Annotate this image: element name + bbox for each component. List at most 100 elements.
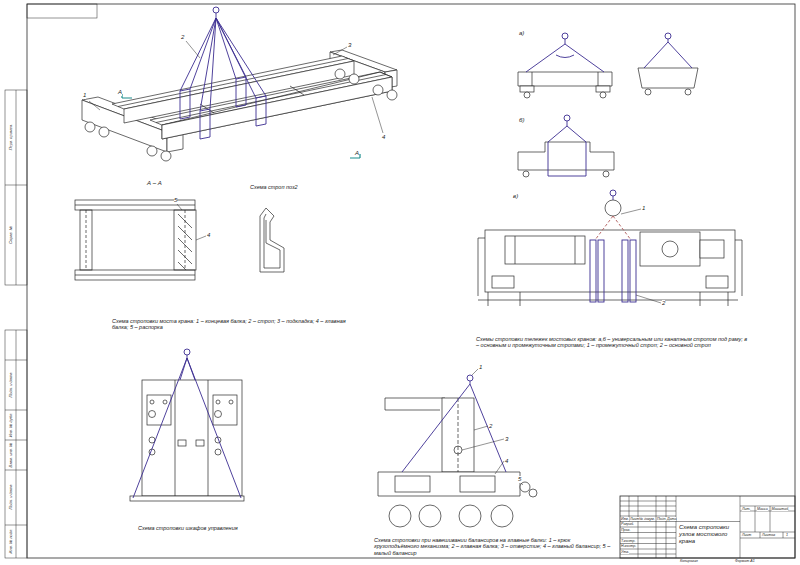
- section-view: [75, 200, 196, 280]
- crane-bridge: [161, 151, 171, 161]
- sling-sketch: [260, 208, 284, 272]
- leader-line: [462, 369, 523, 485]
- view-letter: а): [519, 30, 524, 37]
- title-block-cell: Лит.: [742, 507, 750, 511]
- sling: [133, 355, 241, 498]
- section-mark: А: [355, 150, 359, 157]
- sling: [467, 375, 473, 381]
- title-block-cell: Листов: [762, 533, 775, 537]
- callout-number: 2: [489, 423, 492, 430]
- title-block-cell: Формат А1: [735, 559, 755, 563]
- control-cabinet: [130, 496, 244, 501]
- sling: [236, 77, 246, 107]
- callout-number: 2: [181, 34, 184, 41]
- sling: [644, 39, 692, 68]
- sling: [526, 39, 604, 72]
- sling: [613, 196, 614, 200]
- sling: [595, 216, 631, 240]
- callout-number: 3: [348, 42, 351, 49]
- section-view: [75, 205, 195, 275]
- sling-sketch: [264, 214, 280, 268]
- title-block: [620, 501, 740, 554]
- callout-number: 4: [207, 232, 210, 239]
- sheet-frame: [27, 4, 97, 18]
- trolley-views: [485, 230, 735, 292]
- section-view: [86, 210, 185, 270]
- trolley-views: [478, 292, 738, 306]
- sling: [200, 109, 210, 139]
- trolley-views: [532, 72, 598, 86]
- sheet-frame: [5, 330, 27, 558]
- sling: [622, 240, 628, 302]
- leader-line: [621, 209, 661, 303]
- sling: [665, 33, 671, 39]
- trolley-views: [700, 240, 724, 258]
- sling: [184, 349, 190, 355]
- sling: [630, 240, 636, 302]
- figure-caption: Схема строповки при навешивании балансир…: [374, 537, 614, 556]
- crane-bridge: [85, 122, 95, 132]
- sling: [256, 96, 266, 126]
- sling: [590, 240, 596, 302]
- control-cabinet: [150, 400, 154, 404]
- stamp-field: Справ. №: [8, 226, 13, 244]
- title-block: [740, 506, 795, 538]
- leader-line: [89, 41, 661, 485]
- title-block-cell: Изм.: [621, 517, 629, 521]
- sheet-frame: [5, 90, 27, 285]
- trolley-views: [645, 89, 651, 95]
- trolley-views: [596, 86, 610, 92]
- trolley-views: [505, 236, 585, 264]
- drawing-title: Схема строповки узлов мостового крана: [679, 524, 737, 545]
- trolley-views: [518, 142, 614, 170]
- control-cabinet: [216, 400, 220, 404]
- balancer-assembly: [460, 476, 495, 492]
- callout-number: 2: [662, 300, 665, 307]
- sling: [610, 190, 616, 196]
- trolley-views: [520, 86, 534, 92]
- trolley-views: [523, 171, 529, 177]
- title-block: [620, 496, 795, 558]
- section-mark: [122, 94, 360, 158]
- sling: [213, 7, 219, 13]
- stamp-field: Подп. и дата: [8, 484, 13, 509]
- section-title: А – А: [147, 180, 162, 187]
- control-cabinet: [142, 380, 242, 496]
- crane-bridge: [99, 127, 109, 137]
- balancer-assembly: [378, 472, 520, 496]
- figure-caption: Схема строповки моста крана: 1 – концева…: [112, 318, 362, 331]
- control-cabinet: [149, 411, 156, 418]
- sling: [598, 240, 604, 302]
- sling: [402, 375, 506, 472]
- callout-number: 5: [518, 476, 521, 483]
- callout-number: 1: [479, 364, 482, 371]
- figure-caption: Схемы строповки тележек мостовых кранов:…: [476, 336, 748, 349]
- title-block-cell: Лист: [630, 517, 639, 521]
- view-letter: б): [519, 117, 524, 124]
- sheet-frame: [5, 90, 27, 285]
- title-block-cell: Разраб.: [621, 522, 634, 526]
- control-cabinet: [163, 400, 167, 404]
- title-block-cell: Лист: [742, 533, 751, 537]
- trolley-views: [638, 68, 698, 88]
- stamp-field: Инв. № подл.: [8, 529, 13, 554]
- title-block-cell: Подп.: [657, 517, 667, 521]
- control-cabinet: [229, 400, 233, 404]
- sling: [562, 33, 568, 39]
- control-cabinet: [215, 449, 221, 455]
- balancer-assembly: [442, 398, 474, 472]
- stamp-field: Подп. и дата: [8, 372, 13, 397]
- view-title: Схема строп поз2: [250, 184, 298, 190]
- title-block-cell: Утв.: [621, 550, 629, 554]
- trolley-views: [605, 200, 621, 216]
- sling: [180, 18, 266, 111]
- title-block-cell: 1: [786, 533, 788, 537]
- crane-bridge: [387, 90, 397, 100]
- trolley-views: [662, 241, 678, 257]
- control-cabinet: [130, 380, 244, 501]
- crane-bridge: [349, 74, 359, 84]
- callout-number: 4: [382, 134, 385, 141]
- stamp-field: Инв. № дубл.: [8, 413, 13, 438]
- trolley-views: [492, 276, 514, 288]
